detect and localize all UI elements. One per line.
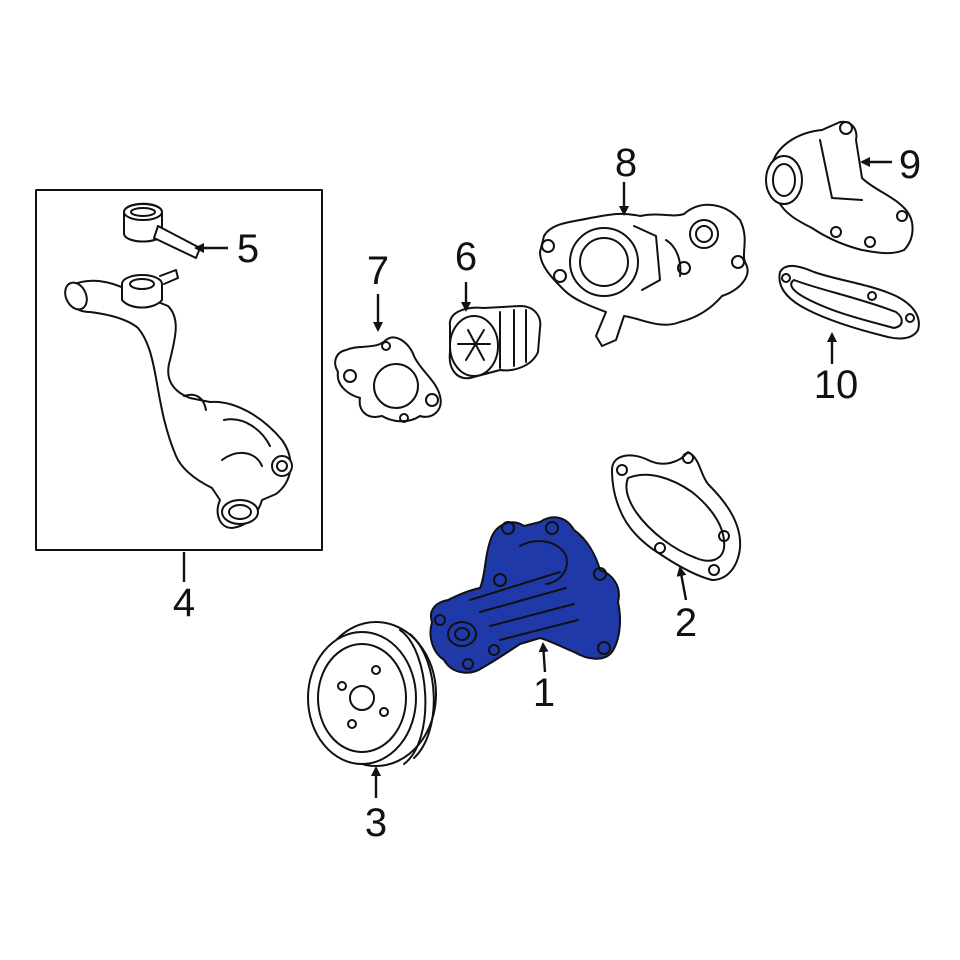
callout-4: 4 [173,581,195,625]
callout-9: 9 [899,143,921,187]
leader-arrow-2 [676,566,688,601]
callout-1: 1 [533,671,555,715]
thermostat-part-6 [448,305,542,380]
callout-10: 10 [814,363,859,407]
outlet-pipe-assembly-box [35,189,323,551]
leader-arrows [182,157,892,798]
callout-8: 8 [615,141,637,185]
hose-clamp-part-5 [123,202,201,259]
water-pump-part-1 [429,516,621,674]
gasket-part-7 [334,336,442,423]
callout-2: 2 [675,601,697,645]
callout-5: 5 [237,227,259,271]
pulley-part-3 [307,621,437,767]
housing-cover-part-9 [765,120,914,255]
callout-3: 3 [365,801,387,845]
callout-6: 6 [455,235,477,279]
pump-gasket-part-2 [611,451,742,581]
thermostat-housing-part-8 [539,203,749,347]
callout-labels: 1 2 3 4 5 6 7 8 9 10 [173,141,921,845]
cover-gasket-part-10 [778,265,920,340]
leader-arrow-1 [538,642,549,673]
callout-7: 7 [367,249,389,293]
outlet-pipe-part-4 [64,269,293,529]
